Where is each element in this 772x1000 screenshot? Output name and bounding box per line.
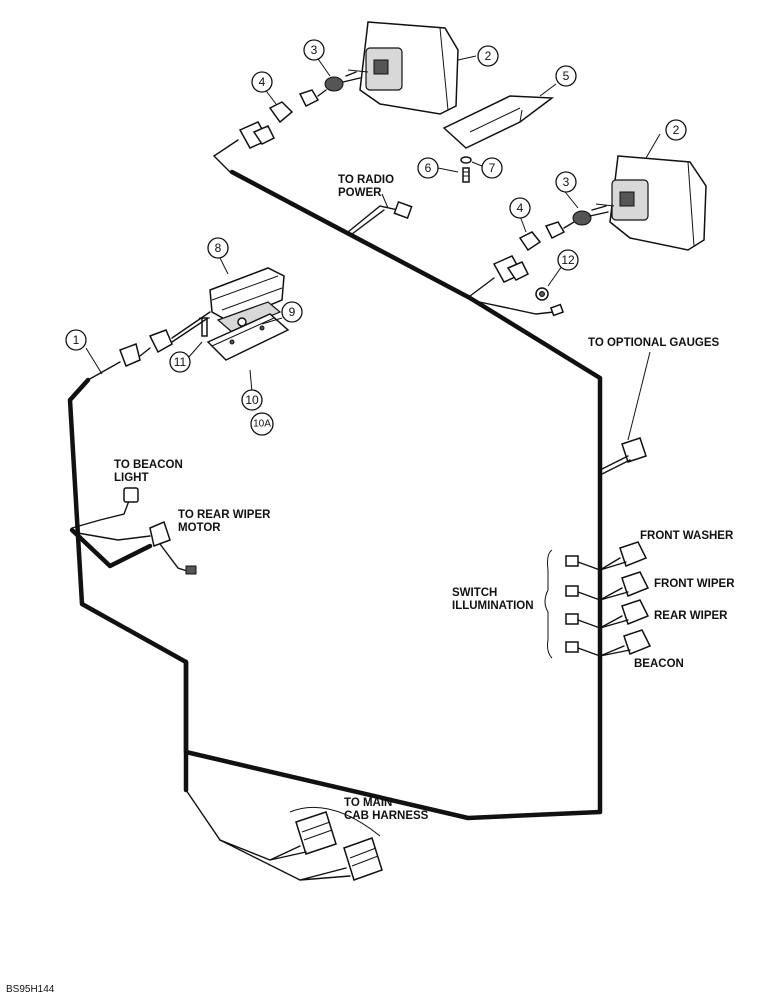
svg-text:10: 10 [245, 393, 259, 407]
label-radio-power-line2: POWER [338, 187, 382, 199]
callout-3-top: 3 [303, 39, 325, 61]
harness-branch-rear-wiper [69, 527, 153, 569]
leader-lines [85, 55, 661, 441]
switch-plug-front-wiper [565, 571, 650, 601]
svg-text:4: 4 [517, 201, 524, 215]
label-optional-gauges: TO OPTIONAL GAUGES [588, 337, 720, 349]
flood-lamp-2 [595, 155, 707, 251]
label-rear-wiper-motor-line2: MOTOR [178, 522, 221, 534]
callout-6: 6 [417, 157, 439, 179]
svg-text:4: 4 [259, 75, 266, 89]
optional-gauges-plug [599, 437, 647, 475]
label-rear-wiper-motor-line1: TO REAR WIPER [178, 509, 271, 521]
callout-10a: 10A [250, 412, 274, 436]
callout-2-right: 2 [665, 119, 687, 141]
label-rear-wiper: REAR WIPER [654, 610, 728, 622]
label-front-washer: FRONT WASHER [640, 530, 734, 542]
svg-text:12: 12 [561, 253, 575, 267]
lamp-2-connector [518, 221, 575, 252]
dome-lamp-lens [216, 301, 282, 333]
rear-wiper-lead [71, 520, 197, 575]
ground-terminal [469, 287, 565, 317]
svg-text:9: 9 [289, 305, 296, 319]
radio-power-lead [347, 201, 413, 235]
label-main-cab-harness-line2: CAB HARNESS [344, 810, 429, 822]
callout-1: 1 [65, 329, 87, 351]
svg-text:11: 11 [174, 355, 187, 369]
label-switch-illumination-line2: ILLUMINATION [452, 600, 534, 612]
svg-text:2: 2 [673, 123, 680, 137]
switch-plug-beacon [565, 629, 652, 657]
lamp-1-plug-pair [212, 121, 276, 173]
switch-plugs [565, 541, 652, 657]
switch-plug-front-washer [565, 541, 648, 571]
svg-text:3: 3 [311, 43, 318, 57]
callout-3-right: 3 [555, 171, 577, 193]
callout-4-right: 4 [509, 197, 531, 219]
dome-lamp-base [206, 313, 290, 361]
svg-text:7: 7 [489, 161, 496, 175]
lamp-1-connector [268, 89, 327, 124]
bolt-and-washer [460, 156, 472, 183]
svg-text:1: 1 [73, 333, 80, 347]
lamp-bracket [442, 95, 555, 149]
callout-12: 12 [557, 249, 579, 271]
svg-text:6: 6 [425, 161, 432, 175]
flood-lamp-1 [347, 21, 459, 115]
main-cab-plugs [185, 789, 383, 881]
dome-lamp-connectors [87, 311, 211, 381]
lamp-2-plug-pair [469, 255, 530, 297]
main-harness-outline [67, 169, 603, 821]
label-beacon-light-line2: LIGHT [114, 472, 149, 484]
svg-text:2: 2 [485, 49, 492, 63]
label-switch-illumination-line1: SWITCH [452, 587, 497, 599]
beacon-light-lead [71, 487, 139, 529]
label-beacon-light-line1: TO BEACON [114, 459, 183, 471]
label-main-cab-harness-line1: TO MAIN [344, 797, 392, 809]
switch-plug-rear-wiper [565, 599, 650, 629]
switch-brace-left [544, 549, 553, 659]
dome-lamp [209, 267, 285, 323]
svg-text:5: 5 [563, 69, 570, 83]
callout-8: 8 [207, 237, 229, 259]
lamp-1-grommet [324, 71, 361, 92]
callout-7: 7 [481, 157, 503, 179]
callout-5: 5 [555, 65, 577, 87]
label-radio-power-line1: TO RADIO [338, 174, 394, 186]
callout-2-top: 2 [477, 45, 499, 67]
callout-4-top: 4 [251, 71, 273, 93]
figure-code: BS95H144 [6, 984, 55, 995]
callout-9: 9 [281, 301, 303, 323]
svg-text:10A: 10A [253, 419, 271, 430]
label-front-wiper: FRONT WIPER [654, 578, 735, 590]
label-beacon: BEACON [634, 658, 684, 670]
svg-text:3: 3 [563, 175, 570, 189]
callout-10: 10 [241, 389, 263, 411]
lamp-2-grommet [572, 205, 609, 226]
callout-11: 11 [169, 351, 191, 373]
svg-text:8: 8 [215, 241, 222, 255]
